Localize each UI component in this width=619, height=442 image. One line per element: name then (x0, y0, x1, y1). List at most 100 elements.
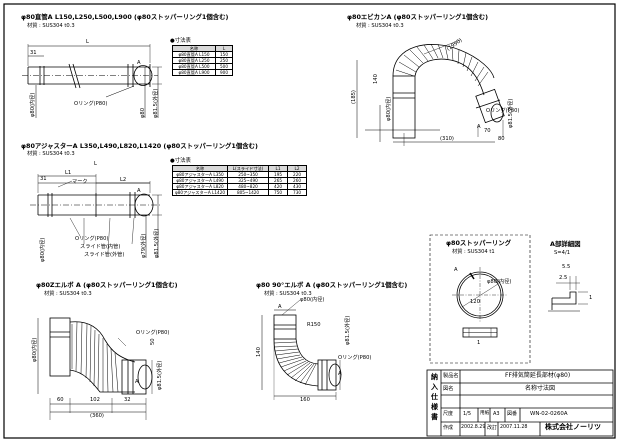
phi81-straight: φ81.5(外径) (153, 88, 159, 118)
phi81-ebikan: φ81.5(外径) (508, 98, 514, 128)
dim-80-ebikan: 80 (498, 136, 505, 142)
detail-a-drawing (548, 276, 588, 312)
cell: φ80アジャスターA L350 (171, 171, 229, 178)
cell: φ80直管A L150 (172, 51, 216, 58)
dim-l-straight: L (86, 39, 89, 45)
phi80-in-elbow45: φ80(内径) (32, 337, 38, 362)
dim-31-straight: 31 (30, 50, 37, 56)
part-a-elbow45: A (135, 379, 139, 385)
dim-310-ebikan: (310) (440, 136, 454, 142)
adjuster-drawing (30, 174, 162, 258)
part-a-straight: A (137, 60, 141, 66)
ring-phi80: φ80(内径) (487, 279, 512, 285)
phi81-adjuster: φ81.5(外径) (154, 228, 160, 258)
dim-60-elbow45: 60 (57, 397, 64, 403)
dim-2-5: 2.5 (559, 275, 568, 281)
straight-pipe-title: φ80直管A L150,L250,L500,L900 (φ80ストッパーリング1… (21, 13, 229, 21)
dim-70-ebikan: 70 (484, 128, 491, 134)
dim-1-detail: 1 (589, 295, 593, 301)
stopper-ring-drawing (452, 267, 508, 338)
dim-50-elbow45: 50 (150, 338, 156, 345)
dim-31-adjuster: 31 (40, 176, 47, 182)
detail-title: A部詳細図 (550, 240, 581, 248)
part-a-elbow90: A (278, 304, 282, 310)
elbow90-material: 材質 : SUS304 t0.3 (264, 291, 312, 297)
straight-pipe-drawing (22, 44, 162, 118)
created-label: 作成 (443, 425, 454, 431)
cell: φ80直管A L500 (172, 63, 216, 70)
elbow45-drawing (37, 317, 153, 420)
dim-1-ring: 1 (477, 340, 481, 346)
cell: 750 (268, 189, 289, 196)
elbow45-material: 材質 : SUS304 t0.3 (44, 291, 92, 297)
drawing-label: 図名 (443, 386, 454, 392)
adjuster-col-slide: L(スライド寸法) (227, 165, 270, 172)
slide-outer: スライド管(外管) (84, 252, 125, 258)
slide-inner: スライド管(内管) (80, 244, 121, 250)
phi80-in-ebikan: φ80(内径) (386, 96, 392, 121)
dim-140-ebikan: 140 (373, 74, 379, 84)
number-value: WN-02-0260A (530, 411, 568, 417)
size-value: A3 (493, 411, 500, 417)
scale-label: 尺度 (443, 411, 454, 417)
revised-label: 改訂 (487, 425, 498, 431)
phi80-in-adjuster: φ80(内径) (40, 237, 46, 262)
mark-label: マーク (72, 179, 88, 185)
cell: φ80直管A L900 (172, 69, 216, 76)
cell: 730 (287, 189, 308, 196)
phi80-straight: φ80 (140, 107, 146, 118)
dim-140-elbow90: 140 (256, 347, 262, 357)
phi81-elbow90: φ81.5(外径) (345, 315, 351, 345)
detail-scale: S=4/1 (554, 250, 570, 256)
dim-102-elbow45: 102 (90, 397, 100, 403)
elbow45-title: φ80Zエルボ A (φ80ストッパーリング1個含む) (36, 281, 178, 289)
cell: 900 (215, 69, 233, 76)
straight-table-label: ●寸法表 (170, 38, 191, 44)
oring-ebikan: Oリング(P80) (486, 108, 520, 114)
phi80-in-straight: φ80(内径) (30, 92, 36, 117)
revised-value: 2007.11.28 (500, 425, 528, 430)
straight-pipe-material: 材質 : SUS304 t0.3 (27, 23, 75, 29)
dim-l-adjuster: L (94, 161, 97, 167)
dim-5-5: 5.5 (562, 264, 571, 270)
title-block-frame (426, 369, 614, 437)
cell: φ80直管A L250 (172, 57, 216, 64)
ebikan-material: 材質 : SUS304 t0.3 (356, 23, 404, 29)
dim-l1: L1 (65, 170, 72, 176)
oring-straight: Oリング(P80) (74, 101, 108, 107)
dim-185-ebikan: (185) (351, 90, 357, 104)
dim-32-elbow45: 32 (124, 397, 131, 403)
phi79-adjuster: φ79(外径) (141, 233, 147, 258)
elbow90-title: φ80 90°エルボ A (φ80ストッパーリング1個含む) (256, 281, 408, 289)
created-value: 2002.8.29 (461, 425, 486, 430)
company-name: 株式会社ノーリツ (545, 423, 601, 431)
size-label: 用紙 (480, 411, 490, 416)
stopper-box (429, 234, 531, 364)
ebikan-drawing (356, 39, 505, 146)
adjuster-table-label: ●寸法表 (170, 158, 191, 164)
product-value: FF排気筒延長部材(φ80) (505, 372, 571, 379)
dim-360-elbow45: (360) (90, 413, 104, 419)
cell: φ80アジャスターA L1420 (171, 189, 229, 196)
elbow90-drawing (261, 299, 342, 400)
number-label: 図番 (507, 411, 518, 417)
cell: φ80アジャスターA L820 (171, 183, 229, 190)
oring-elbow45: Oリング(P80) (136, 330, 170, 336)
cell: 805~1420 (227, 189, 270, 196)
oring-adjuster: Oリング(P80) (75, 236, 109, 242)
scale-value: 1/5 (463, 411, 472, 417)
phi80-top-elbow90: φ80(内径) (300, 297, 325, 303)
stopper-material: 材質 : SUS304 t1 (452, 249, 495, 255)
part-a-elbow90-b: A (338, 371, 342, 377)
adjuster-title: φ80アジャスターA L350,L490,L820,L1420 (φ80ストッパ… (21, 142, 258, 150)
